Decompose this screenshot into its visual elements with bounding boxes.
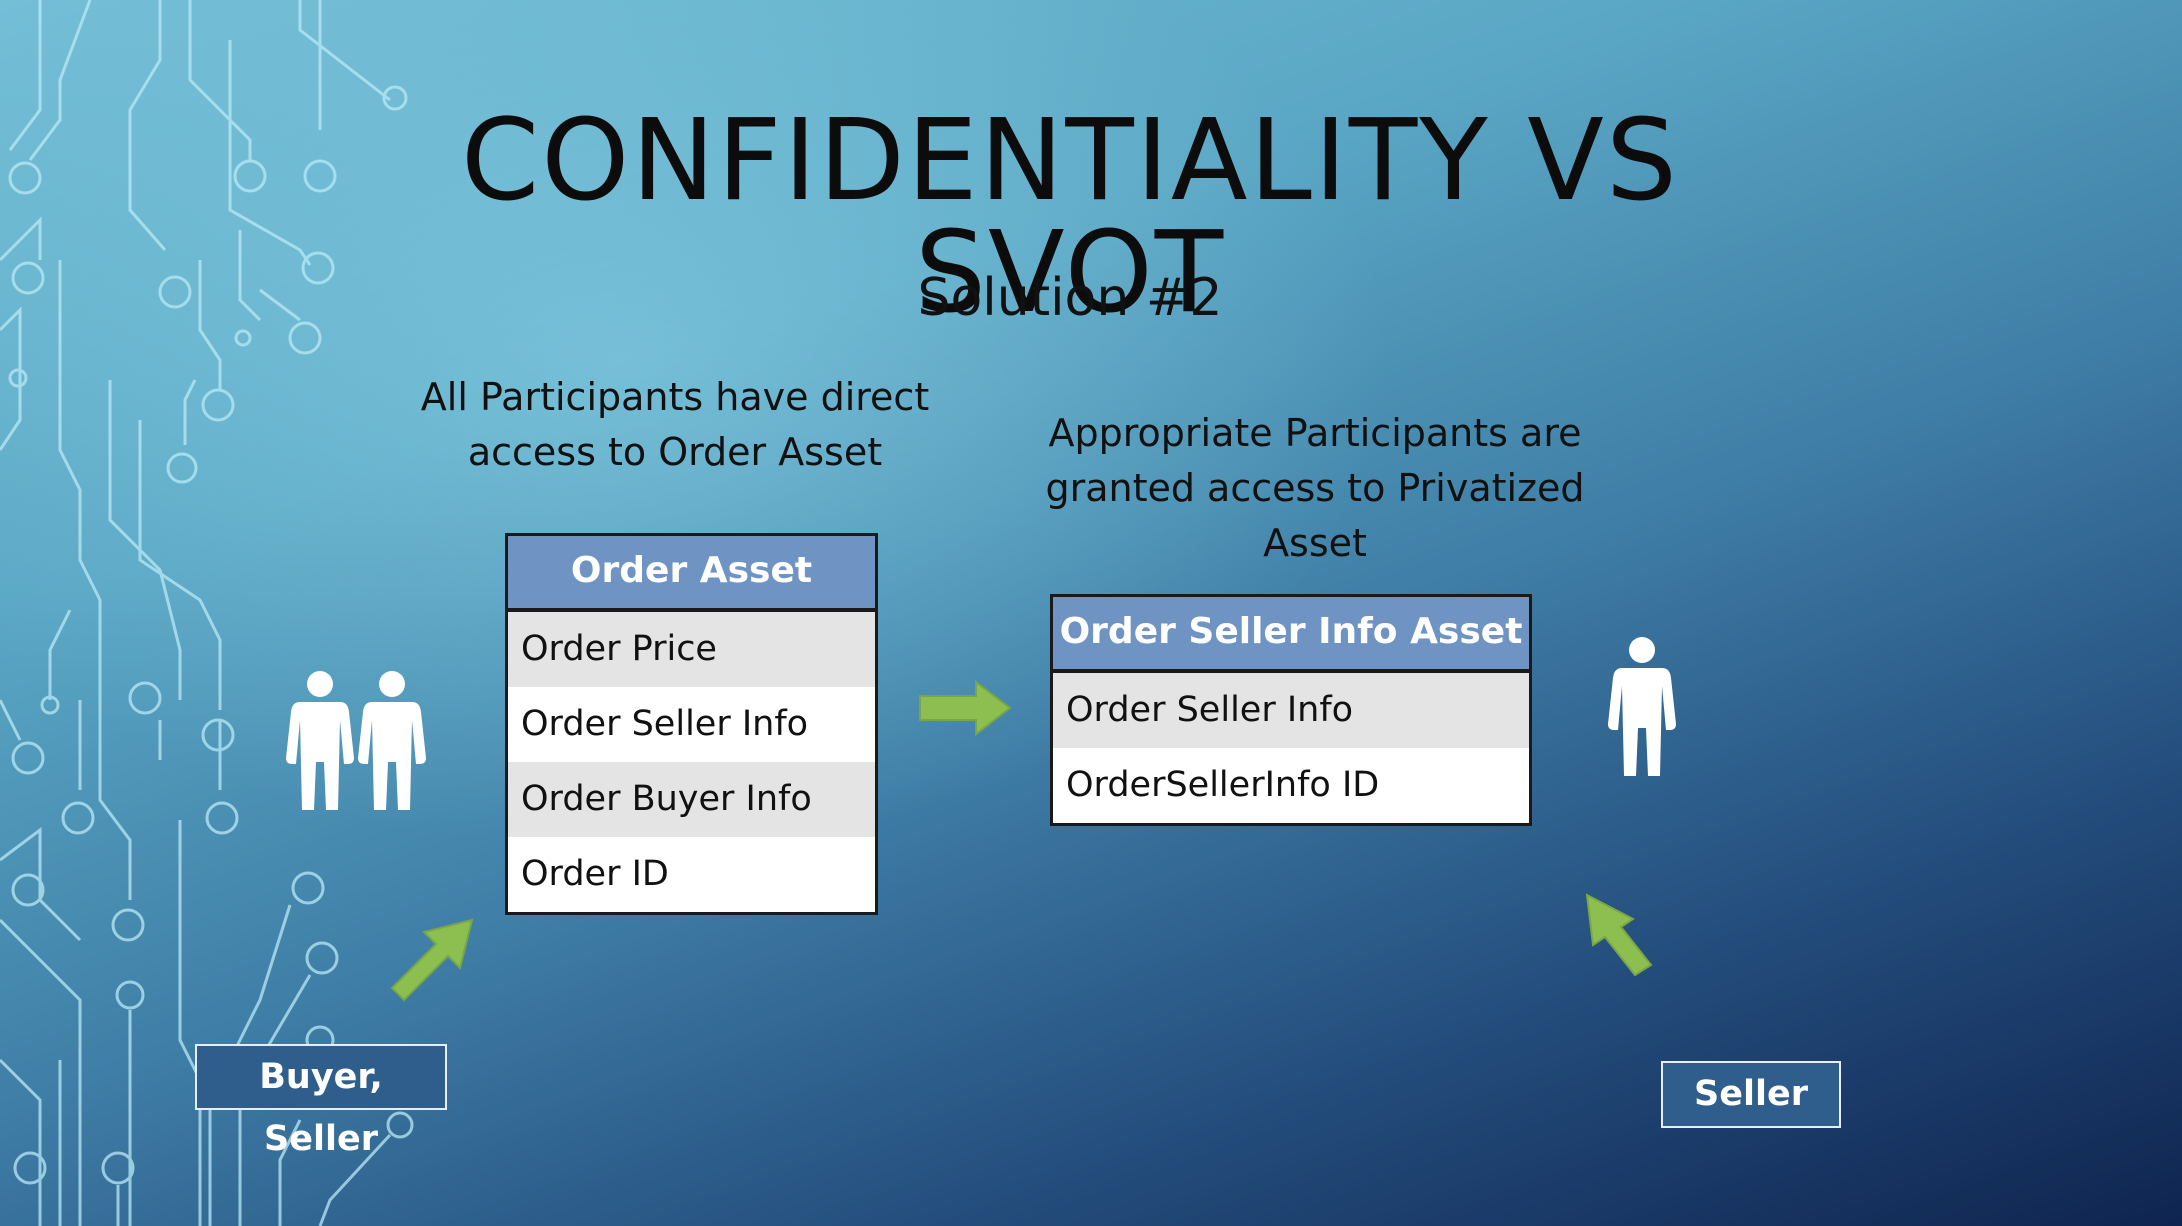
- seller-label: Seller: [1661, 1061, 1841, 1128]
- seller-info-asset-row: Order Seller Info: [1053, 673, 1529, 748]
- left-caption: All Participants have direct access to O…: [420, 375, 930, 474]
- circuit-background-graphic: [0, 0, 414, 1226]
- order-asset-row: Order Buyer Info: [508, 762, 875, 837]
- order-asset-table: Order Asset Order Price Order Seller Inf…: [505, 533, 878, 915]
- seller-info-asset-table: Order Seller Info Asset Order Seller Inf…: [1050, 594, 1532, 826]
- order-asset-row: Order Price: [508, 612, 875, 687]
- order-asset-header: Order Asset: [508, 536, 875, 612]
- slide-title: CONFIDENTIALITY VS SVOT: [460, 96, 1679, 338]
- arrow-right-icon: [919, 680, 1012, 736]
- right-caption: Appropriate Participants are granted acc…: [1045, 411, 1585, 565]
- seller-info-asset-header: Order Seller Info Asset: [1053, 597, 1529, 673]
- arrow-up-right-icon: [390, 918, 474, 1002]
- person-icon: [1608, 637, 1676, 776]
- order-asset-row: Order Seller Info: [521, 704, 809, 744]
- buyer-seller-label: Buyer, Seller: [195, 1044, 447, 1159]
- order-asset-row: Order ID: [521, 854, 669, 894]
- slide-subtitle: Solution #2: [917, 268, 1223, 328]
- arrow-up-left-icon: [1585, 893, 1653, 977]
- two-people-icon: [286, 671, 426, 810]
- seller-info-asset-row: OrderSellerInfo ID: [1066, 765, 1380, 805]
